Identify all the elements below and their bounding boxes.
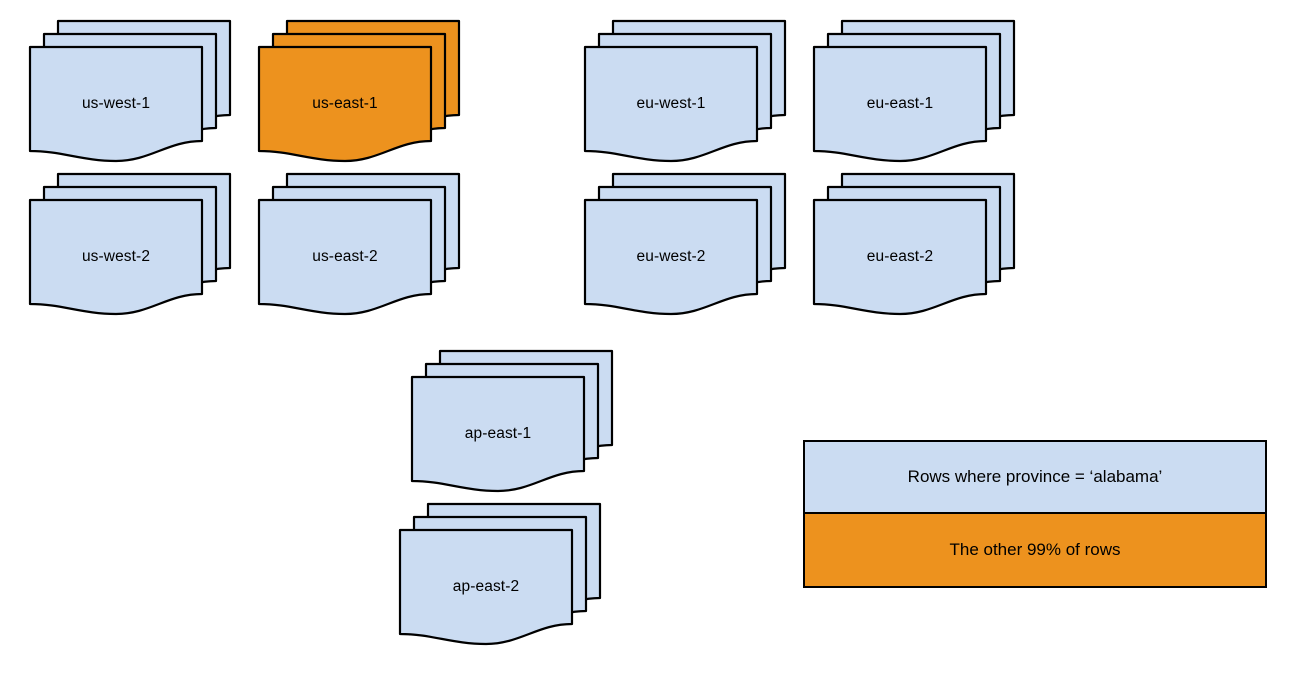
document-sheet-front	[28, 45, 204, 163]
document-stack-us-east-1[interactable]: us-east-1	[237, 19, 461, 179]
legend: Rows where province = ‘alabama’ The othe…	[803, 440, 1267, 588]
legend-included-label: Rows where province = ‘alabama’	[907, 467, 1163, 486]
document-stack-ap-east-2[interactable]: ap-east-2	[378, 502, 602, 662]
document-sheet-front	[410, 375, 586, 493]
document-sheet-front	[257, 45, 433, 163]
document-sheet-front	[583, 45, 759, 163]
document-sheet-front	[583, 198, 759, 316]
legend-row-included: Rows where province = ‘alabama’	[805, 442, 1265, 514]
document-stack-us-west-2[interactable]: us-west-2	[8, 172, 232, 332]
document-sheet-front	[398, 528, 574, 646]
legend-other-label: The other 99% of rows	[949, 540, 1121, 559]
document-sheet-front	[812, 198, 988, 316]
document-sheet-front	[812, 45, 988, 163]
document-stack-eu-west-2[interactable]: eu-west-2	[563, 172, 787, 332]
document-stack-ap-east-1[interactable]: ap-east-1	[390, 349, 614, 509]
document-sheet-front	[257, 198, 433, 316]
document-sheet-front	[28, 198, 204, 316]
document-stack-eu-east-2[interactable]: eu-east-2	[792, 172, 1016, 332]
document-stack-us-east-2[interactable]: us-east-2	[237, 172, 461, 332]
document-stack-us-west-1[interactable]: us-west-1	[8, 19, 232, 179]
document-stack-eu-west-1[interactable]: eu-west-1	[563, 19, 787, 179]
legend-row-other: The other 99% of rows	[805, 514, 1265, 586]
document-stack-eu-east-1[interactable]: eu-east-1	[792, 19, 1016, 179]
